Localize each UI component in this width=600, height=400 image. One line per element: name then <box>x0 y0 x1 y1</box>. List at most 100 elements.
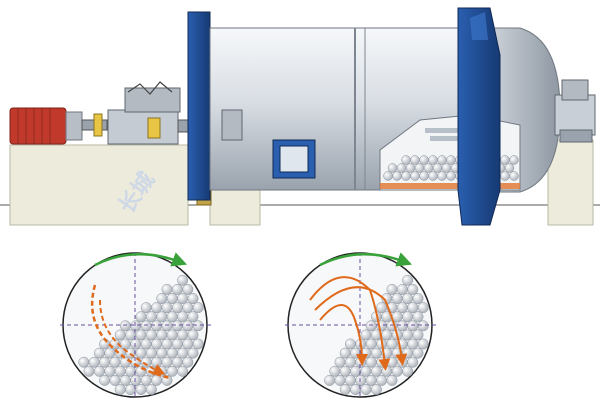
grinding-ball <box>145 384 157 395</box>
coupling <box>81 113 108 137</box>
grinding-ball <box>402 365 414 377</box>
grinding-ball <box>140 374 152 386</box>
grinding-ball <box>135 384 147 395</box>
grinding-ball <box>402 293 414 304</box>
grinding-ball <box>177 293 189 304</box>
grinding-ball <box>135 311 147 323</box>
cascade-path-inner <box>99 299 166 375</box>
grinding-ball <box>383 171 393 181</box>
grinding-ball <box>391 293 403 304</box>
grinding-ball <box>405 163 416 173</box>
grinding-ball <box>370 365 382 377</box>
grinding-ball <box>192 338 204 350</box>
grinding-ball <box>350 384 362 395</box>
grinding-ball <box>423 163 434 173</box>
grinding-ball <box>365 320 377 332</box>
grinding-ball <box>166 365 178 377</box>
grinding-ball <box>437 171 447 181</box>
grinding-ball <box>350 347 362 359</box>
grinding-ball <box>109 374 121 386</box>
grinding-ball <box>334 374 346 386</box>
grinding-ball <box>386 283 398 295</box>
grinding-ball <box>177 365 189 377</box>
grinding-ball <box>182 302 194 314</box>
grinding-ball <box>412 329 424 341</box>
grinding-ball <box>151 356 163 368</box>
flange-highlight <box>470 12 488 40</box>
grinding-ball <box>192 320 204 332</box>
grinding-ball <box>412 293 424 304</box>
grinding-ball <box>192 302 204 314</box>
grinding-ball <box>407 356 419 368</box>
grinding-ball <box>171 302 183 314</box>
grinding-ball <box>187 311 199 323</box>
support-bearing <box>221 109 243 141</box>
grinding-ball <box>135 329 147 341</box>
grinding-ball <box>446 155 456 165</box>
grinding-ball <box>109 356 121 368</box>
grinding-ball <box>156 311 168 323</box>
grinding-ball <box>99 356 111 368</box>
grinding-ball <box>365 338 377 350</box>
grinding-ball <box>182 283 194 295</box>
grinding-ball <box>187 347 199 359</box>
grinding-ball <box>166 329 178 341</box>
grinding-ball <box>140 320 152 332</box>
manhole-door <box>272 139 316 179</box>
grinding-ball <box>407 283 419 295</box>
grinding-ball <box>171 338 183 350</box>
grinding-ball <box>509 155 519 165</box>
grinding-ball <box>387 163 398 173</box>
grinding-ball <box>339 384 351 395</box>
grinding-ball <box>360 384 372 395</box>
grinding-ball <box>446 171 456 181</box>
grinding-ball <box>171 283 183 295</box>
cascade-path-outer <box>90 284 171 380</box>
grinding-ball <box>414 163 425 173</box>
cataract-path-3 <box>319 304 368 366</box>
grinding-ball <box>386 356 398 368</box>
grinding-ball <box>166 347 178 359</box>
grinding-ball <box>396 283 408 295</box>
grinding-ball <box>99 374 111 386</box>
grinding-ball <box>344 374 356 386</box>
grinding-ball <box>130 374 142 386</box>
grinding-ball <box>177 274 189 286</box>
grinding-ball <box>161 302 173 314</box>
grinding-ball <box>401 171 411 181</box>
grinding-ball <box>355 356 367 368</box>
grinding-ball <box>396 302 408 314</box>
grinding-ball <box>93 347 105 359</box>
grinding-ball <box>391 365 403 377</box>
grinding-ball <box>360 329 372 341</box>
grinding-ball <box>182 320 194 332</box>
grinding-ball <box>182 356 194 368</box>
grinding-ball <box>401 155 411 165</box>
grinding-ball <box>156 347 168 359</box>
grinding-ball <box>407 320 419 332</box>
grinding-ball <box>187 329 199 341</box>
grinding-ball <box>410 171 420 181</box>
grinding-ball <box>412 311 424 323</box>
grinding-ball <box>78 356 90 368</box>
discharge-end-flange <box>457 7 501 226</box>
grinding-ball <box>360 365 372 377</box>
feed-end-flange <box>187 11 211 201</box>
grinding-ball <box>171 356 183 368</box>
grinding-ball <box>334 356 346 368</box>
drive-motor <box>9 107 83 145</box>
cross-section-cascading <box>60 252 212 398</box>
grinding-ball <box>381 365 393 377</box>
grinding-ball <box>396 163 407 173</box>
grinding-ball <box>151 338 163 350</box>
grinding-ball <box>376 374 388 386</box>
grinding-ball <box>402 347 414 359</box>
discharge-trunnion <box>554 79 596 143</box>
grinding-ball <box>410 155 420 165</box>
grinding-ball <box>130 320 142 332</box>
rotation-arrow <box>94 252 188 267</box>
cross-section-cataracting <box>285 252 437 398</box>
grinding-ball <box>161 338 173 350</box>
grinding-ball <box>339 347 351 359</box>
grinding-ball <box>376 302 388 314</box>
